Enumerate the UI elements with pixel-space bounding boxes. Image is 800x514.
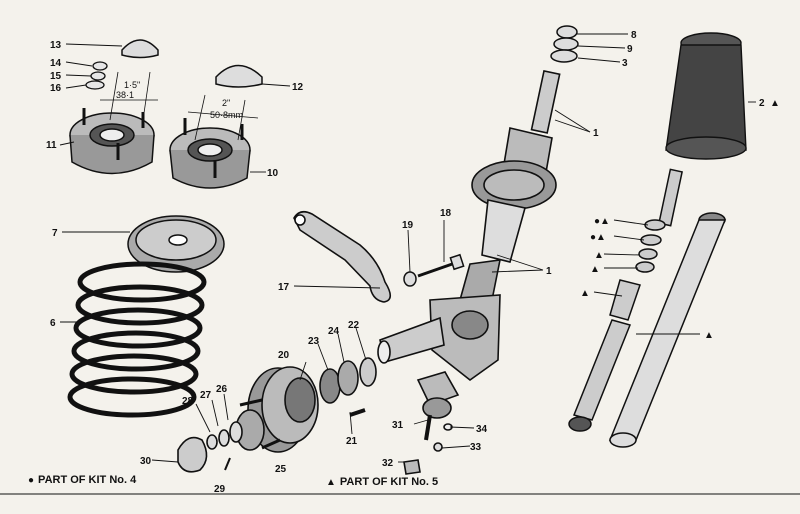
callout-20: 20 bbox=[278, 350, 290, 361]
dim-large-metric: 50·8mm bbox=[210, 110, 243, 120]
callout-31: 31 bbox=[392, 420, 404, 431]
callout-1-lower: 1 bbox=[546, 266, 552, 277]
large-top-mount bbox=[169, 118, 251, 189]
tube-kit-mark: ▲ bbox=[704, 330, 714, 341]
callout-24: 24 bbox=[328, 326, 340, 337]
callout-26: 26 bbox=[216, 384, 228, 395]
callout-labels: 13 14 15 16 11 12 10 7 6 8 9 3 1 1 2 17 … bbox=[46, 30, 765, 495]
callout-18: 18 bbox=[440, 208, 452, 219]
callout-1-upper: 1 bbox=[593, 128, 599, 139]
callout-13: 13 bbox=[50, 40, 62, 51]
callout-33: 33 bbox=[470, 442, 482, 453]
callout-15: 15 bbox=[50, 71, 62, 82]
legend-kit-4: ●PART OF KIT No. 4 bbox=[28, 474, 136, 486]
callout-29: 29 bbox=[214, 484, 226, 495]
callout-27: 27 bbox=[200, 390, 212, 401]
callout-10: 10 bbox=[267, 168, 279, 179]
spring-seat bbox=[127, 215, 225, 273]
strut-tube bbox=[608, 212, 727, 448]
callout-19: 19 bbox=[402, 220, 414, 231]
strut-mark-2: ●▲ bbox=[590, 232, 606, 243]
callout-7: 7 bbox=[52, 228, 58, 239]
callout-3: 3 bbox=[622, 58, 628, 69]
kit-marks: ▲ ●▲ ●▲ ▲ ▲ ▲ ▲ bbox=[580, 98, 780, 341]
dimension-labels: 1·5" 38·1 2" 50·8mm bbox=[116, 80, 243, 120]
callout-22: 22 bbox=[348, 320, 360, 331]
callout-8: 8 bbox=[631, 30, 637, 41]
callout-21: 21 bbox=[346, 436, 358, 447]
strut-mark-4: ▲ bbox=[590, 264, 600, 275]
nut-washer-stack bbox=[85, 61, 108, 90]
callout-32: 32 bbox=[382, 458, 394, 469]
large-mount-dimension bbox=[187, 94, 259, 141]
small-dust-cap bbox=[121, 39, 159, 59]
callout-17: 17 bbox=[278, 282, 290, 293]
kit-4-bullet-icon: ● bbox=[28, 475, 35, 486]
coil-spring bbox=[67, 261, 207, 418]
callout-14: 14 bbox=[50, 58, 62, 69]
legend-kit-5-text: PART OF KIT No. 5 bbox=[339, 476, 439, 488]
steering-arm bbox=[293, 210, 392, 303]
bearings bbox=[319, 357, 377, 404]
kit-5-triangle-icon: ▲ bbox=[326, 477, 336, 488]
leader-lines bbox=[59, 33, 756, 463]
callout-12: 12 bbox=[292, 82, 304, 93]
top-nut-stack bbox=[550, 25, 579, 63]
strut-mark-1: ●▲ bbox=[594, 216, 610, 227]
bolt-and-nut bbox=[403, 253, 465, 287]
callout-9: 9 bbox=[627, 44, 633, 55]
legend-kit-4-text: PART OF KIT No. 4 bbox=[38, 474, 137, 486]
damper-rod bbox=[568, 168, 683, 432]
callout-16: 16 bbox=[50, 83, 62, 94]
dim-small-metric: 38·1 bbox=[116, 90, 134, 100]
callout-34: 34 bbox=[476, 424, 488, 435]
hub-assembly bbox=[177, 366, 366, 473]
callout-11: 11 bbox=[46, 140, 57, 151]
strut-mark-5: ▲ bbox=[580, 288, 590, 299]
callout-6: 6 bbox=[50, 318, 56, 329]
ball-joint bbox=[403, 371, 460, 475]
callout-30: 30 bbox=[140, 456, 152, 467]
legend-kit-5: ▲PART OF KIT No. 5 bbox=[326, 476, 438, 488]
small-mount-dimension bbox=[100, 71, 158, 121]
large-dust-cap bbox=[215, 64, 263, 88]
callout-2: 2 bbox=[759, 98, 765, 109]
dim-small-imperial: 1·5" bbox=[124, 80, 140, 90]
callout-28: 28 bbox=[182, 396, 194, 407]
part-2-kit-mark: ▲ bbox=[770, 98, 780, 109]
rubber-boot bbox=[665, 32, 747, 160]
strut-mark-3: ▲ bbox=[594, 250, 604, 261]
callout-23: 23 bbox=[308, 336, 320, 347]
strut-assembly bbox=[377, 69, 561, 382]
dim-large-imperial: 2" bbox=[222, 98, 230, 108]
small-top-mount bbox=[69, 108, 155, 175]
callout-25: 25 bbox=[275, 464, 287, 475]
